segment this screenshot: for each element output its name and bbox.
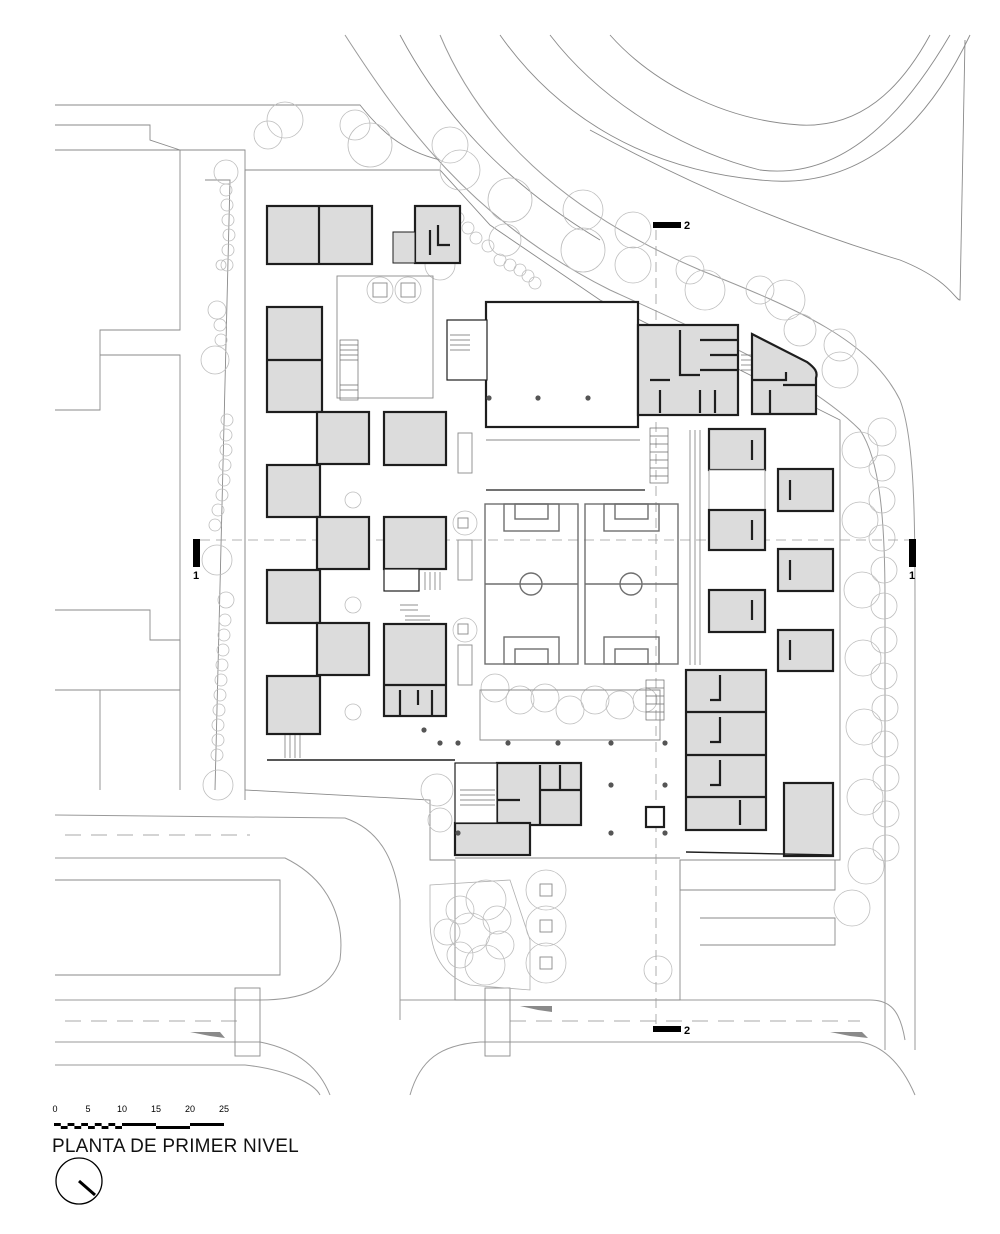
scale-label: 15 (150, 1104, 162, 1114)
hall-columns (421, 727, 668, 836)
title-block: 0 5 10 15 20 25 PLANTA DE PRIMER NIVEL (52, 1104, 299, 1158)
section-marker-2-bottom: 2 (653, 1025, 690, 1037)
svg-text:1: 1 (193, 570, 199, 582)
sports-fields (484, 503, 679, 665)
scale-label: 20 (184, 1104, 196, 1114)
svg-text:2: 2 (684, 1025, 690, 1037)
section-marker-2-top: 2 (653, 220, 690, 232)
north-arrow-icon (55, 1157, 103, 1205)
plan-title: PLANTA DE PRIMER NIVEL (52, 1136, 299, 1157)
scale-label: 10 (116, 1104, 128, 1114)
site-boundary (244, 169, 841, 1001)
section-marker-1-right: 1 (909, 539, 916, 582)
buildings (265, 204, 836, 946)
svg-text:2: 2 (684, 220, 690, 232)
section-marker-1-left: 1 (193, 539, 200, 582)
scale-label: 5 (85, 1104, 91, 1114)
scale-label: 25 (218, 1104, 230, 1114)
scale-bar (54, 1123, 224, 1129)
scale-bar-labels: 0 5 10 15 20 25 (52, 1104, 242, 1116)
scale-label: 0 (52, 1104, 58, 1114)
svg-text:1: 1 (909, 570, 915, 582)
